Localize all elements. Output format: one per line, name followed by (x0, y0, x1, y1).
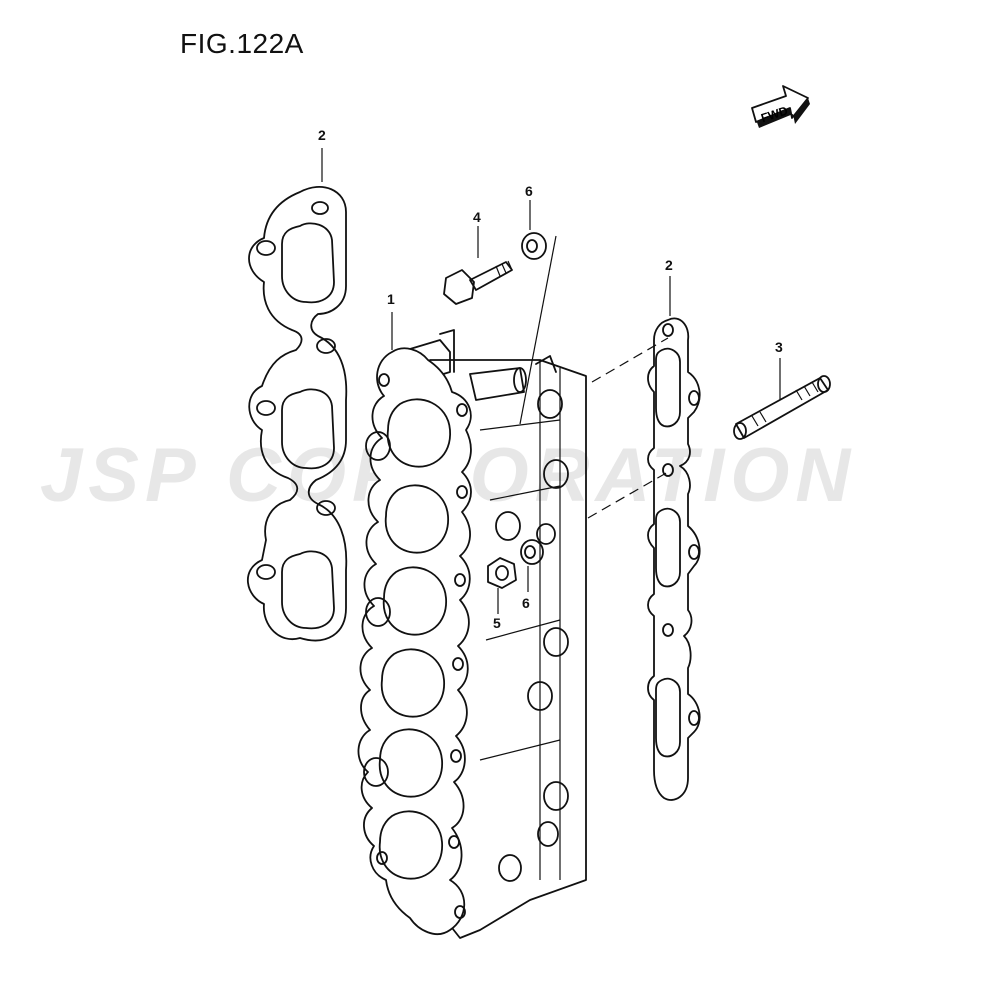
callout-nut: 5 (493, 615, 501, 631)
fwd-arrow-icon: FWD (751, 85, 810, 128)
callout-washer-mid: 6 (522, 595, 530, 611)
figure-title: FIG.122A (180, 28, 304, 59)
stud-part (733, 358, 831, 440)
callout-gasket-right: 2 (665, 257, 673, 273)
bolt-part (443, 226, 513, 305)
washer-top (519, 200, 557, 425)
callout-manifold: 1 (387, 291, 395, 307)
gasket-right (587, 276, 701, 801)
gasket-left (246, 148, 348, 642)
callout-bolt: 4 (473, 209, 481, 225)
callout-gasket-left: 2 (318, 127, 326, 143)
callout-stud: 3 (775, 339, 783, 355)
callout-washer-top: 6 (525, 183, 533, 199)
manifold-body (357, 312, 587, 939)
nut-washer-parts (487, 539, 544, 614)
